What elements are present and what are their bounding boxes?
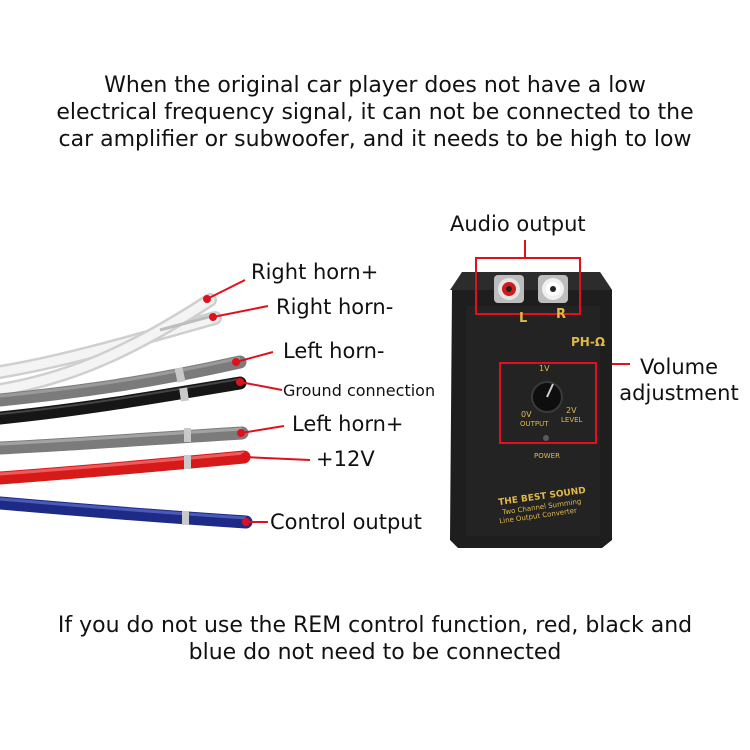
volume-knob <box>531 381 563 413</box>
label-plus-12v: +12V <box>316 447 375 471</box>
label-right-horn-plus: Right horn+ <box>251 260 379 284</box>
model-label: PH-Ω <box>571 335 605 349</box>
rca-jack-right <box>538 275 568 303</box>
volume-highlight <box>499 362 597 444</box>
white-wire-bundle <box>0 293 222 397</box>
scale-right-a: 2V <box>566 406 577 415</box>
label-left-horn-minus: Left horn- <box>283 339 385 363</box>
gray-wire-top <box>0 355 247 407</box>
power-led <box>543 435 549 441</box>
label-right-horn-minus: Right horn- <box>276 295 394 319</box>
label-left-horn-plus: Left horn+ <box>292 412 404 436</box>
label-volume-adjustment: Volume adjustment <box>619 355 739 405</box>
scale-top-label: 1V <box>539 364 550 373</box>
red-wire <box>0 450 251 485</box>
blue-wire <box>0 496 253 529</box>
rca-jack-left <box>494 275 524 303</box>
power-label: POWER <box>534 452 560 460</box>
jack-label-right: R <box>556 307 567 322</box>
jack-label-left: L <box>519 311 528 326</box>
model-symbol: Ω <box>594 335 606 349</box>
scale-left-b: OUTPUT <box>520 420 549 428</box>
label-audio-output: Audio output <box>450 212 586 236</box>
scale-left-a: 0V <box>521 410 532 419</box>
converter-device <box>450 257 612 548</box>
bottom-caption: If you do not use the REM control functi… <box>57 613 693 665</box>
label-ground-connection: Ground connection <box>283 381 436 400</box>
annotation-pointers <box>203 240 630 526</box>
scale-right-b: LEVEL <box>561 416 583 424</box>
label-control-output: Control output <box>270 510 422 534</box>
black-wire <box>0 376 247 425</box>
gray-wire-bottom <box>0 426 249 455</box>
top-caption: When the original car player does not ha… <box>56 73 694 152</box>
audio-output-highlight <box>475 257 581 315</box>
model-prefix: PH- <box>571 335 595 349</box>
